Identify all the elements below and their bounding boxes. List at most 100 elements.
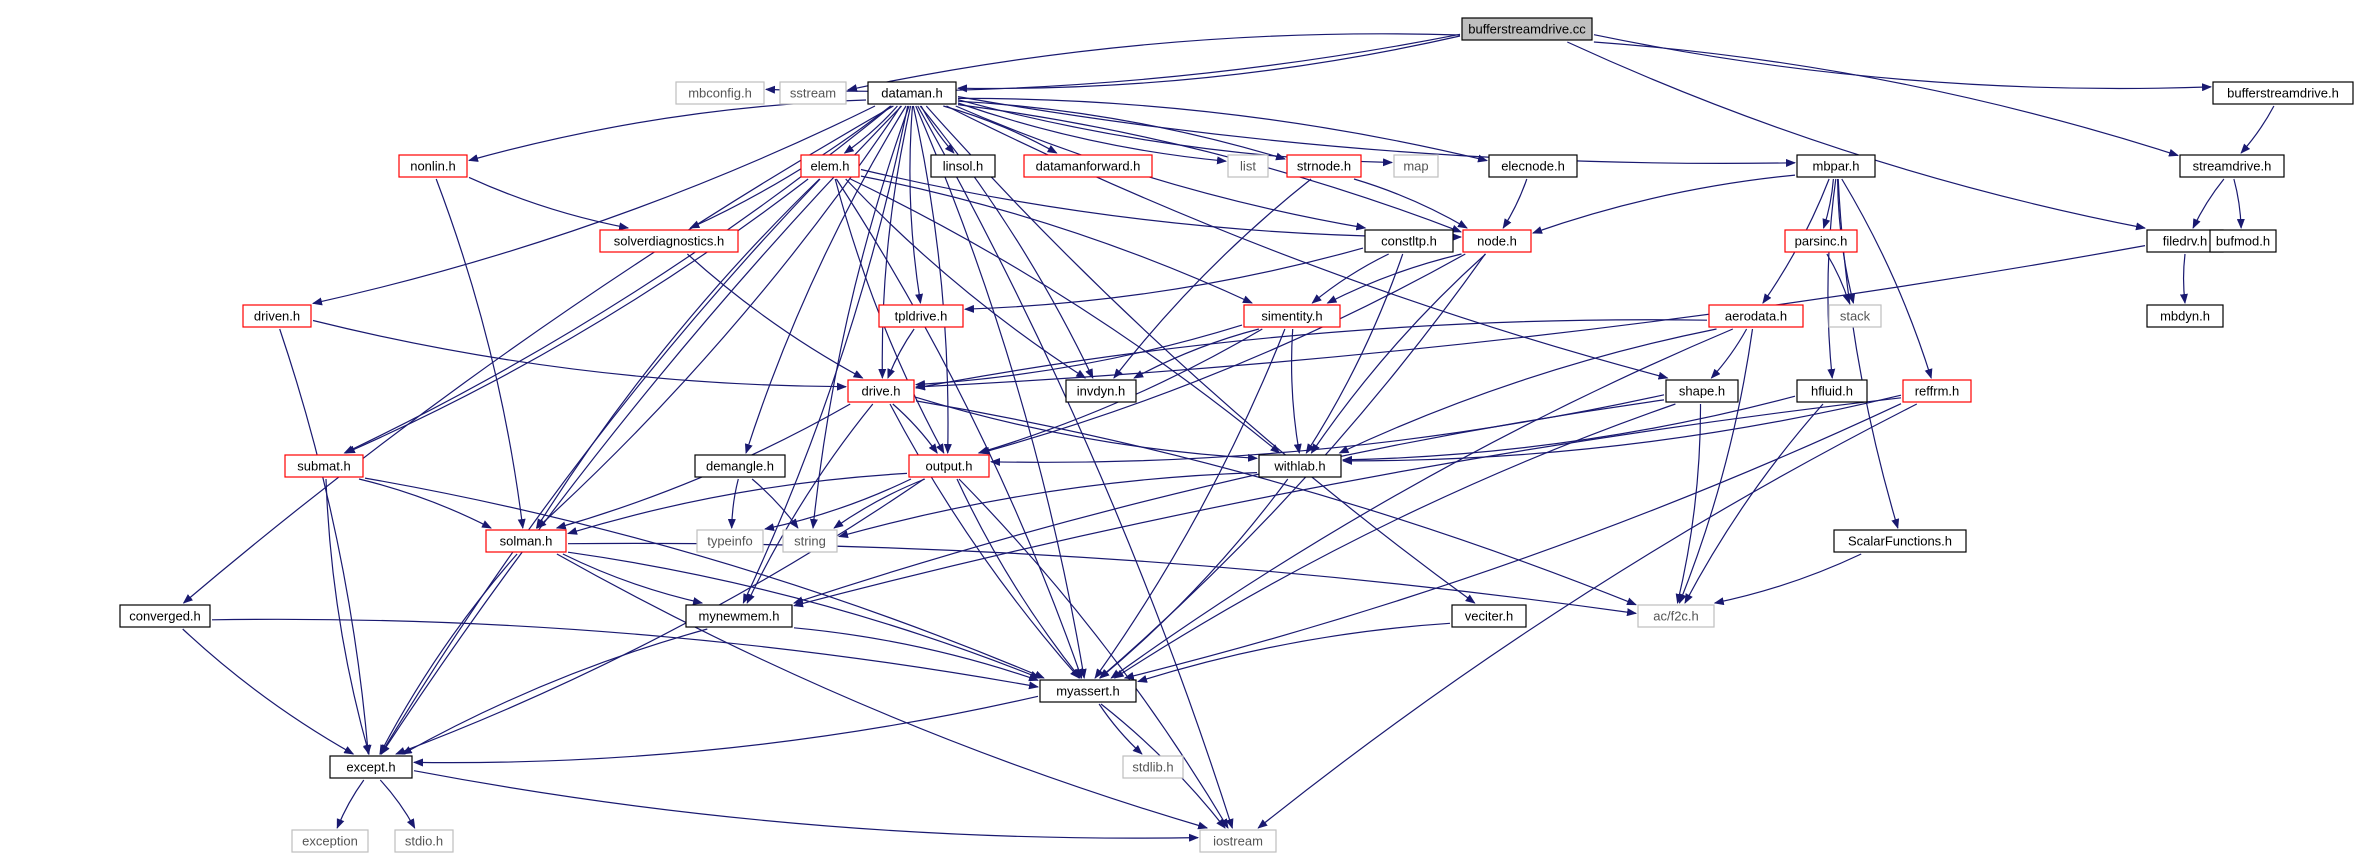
edge-aerodata-h-to-shape-h	[1710, 328, 1748, 379]
node-except-h[interactable]: except.h	[329, 755, 413, 779]
edge-submat-h-to-except-h	[325, 478, 371, 755]
node-shape-h[interactable]: shape.h	[1665, 379, 1739, 403]
node-typeinfo: typeinfo	[696, 529, 764, 553]
edge-dataman-h-to-shape-h	[946, 105, 1669, 380]
edge-dataman-h-to-mbpar-h	[957, 96, 1796, 167]
edge-constltp-h-to-simentity-h	[1311, 253, 1389, 304]
edge-drive-h-to-ac-f2c-h	[915, 400, 1637, 606]
node-box	[1364, 229, 1454, 253]
node-label: output.h	[926, 459, 973, 474]
node-hfluid-h[interactable]: hfluid.h	[1796, 379, 1868, 403]
node-parsinc-h[interactable]: parsinc.h	[1784, 229, 1858, 253]
node-output-h[interactable]: output.h	[908, 454, 990, 478]
node-reffrm-h[interactable]: reffrm.h	[1902, 379, 1972, 403]
edge-reffrm-h-to-myassert-h	[1123, 403, 1902, 680]
edge-reffrm-h-to-withlab-h	[1342, 394, 1902, 465]
node-nonlin-h[interactable]: nonlin.h	[398, 154, 468, 178]
node-demangle-h[interactable]: demangle.h	[694, 454, 786, 478]
edge-streamdrive-h-to-bufmod-h	[2233, 178, 2245, 229]
node-label: mynewmem.h	[699, 609, 780, 624]
edge-output-h-to-typeinfo	[764, 478, 912, 532]
node-mbpar-h[interactable]: mbpar.h	[1796, 154, 1876, 178]
node-label: submat.h	[297, 459, 350, 474]
node-withlab-h[interactable]: withlab.h	[1258, 454, 1342, 478]
node-filedrv-h[interactable]: filedrv.h	[2146, 229, 2224, 253]
node-myassert-h[interactable]: myassert.h	[1039, 679, 1137, 703]
node-label: stack	[1840, 309, 1871, 324]
edge-mbpar-h-to-reffrm-h	[1841, 178, 1933, 379]
edge-strnode-h-to-node-h	[1353, 178, 1468, 229]
node-simentity-h[interactable]: simentity.h	[1243, 304, 1341, 328]
edge-dataman-h-to-node-h	[957, 104, 1462, 233]
edge-filedrv-h-to-drive-h	[915, 245, 2146, 391]
node-string: string	[782, 529, 838, 553]
node-label: parsinc.h	[1795, 234, 1848, 249]
node-invdyn-h[interactable]: invdyn.h	[1065, 379, 1137, 403]
node-box	[1784, 229, 1858, 253]
node-box	[1902, 379, 1972, 403]
node-streamdrive-h[interactable]: streamdrive.h	[2179, 154, 2285, 178]
node-box	[1488, 154, 1578, 178]
node-label: solman.h	[500, 534, 553, 549]
node-bufferstreamdrive-h[interactable]: bufferstreamdrive.h	[2212, 81, 2354, 105]
node-box	[329, 755, 413, 779]
node-constltp-h[interactable]: constltp.h	[1364, 229, 1454, 253]
node-label: filedrv.h	[2163, 234, 2208, 249]
node-solverdiagnostics-h[interactable]: solverdiagnostics.h	[599, 229, 739, 253]
node-aerodata-h[interactable]: aerodata.h	[1708, 304, 1804, 328]
node-label: mbpar.h	[1813, 159, 1860, 174]
node-veciter-h[interactable]: veciter.h	[1451, 604, 1527, 628]
node-mbdyn-h[interactable]: mbdyn.h	[2146, 304, 2224, 328]
edge-elem-h-to-invdyn-h	[845, 178, 1087, 379]
edge-solman-h-to-ac-f2c-h	[567, 542, 1637, 617]
node-strnode-h[interactable]: strnode.h	[1286, 154, 1362, 178]
node-drive-h[interactable]: drive.h	[847, 379, 915, 403]
node-box	[1637, 604, 1715, 628]
node-scalarfunctions-h[interactable]: ScalarFunctions.h	[1833, 529, 1967, 553]
node-dataman-h[interactable]: dataman.h	[867, 81, 957, 105]
edge-reffrm-h-to-mynewmem-h	[793, 397, 1902, 608]
node-bufmod-h[interactable]: bufmod.h	[2209, 229, 2277, 253]
edge-dataman-h-to-nonlin-h	[468, 99, 867, 162]
node-sstream: sstream	[779, 81, 847, 105]
node-map: map	[1393, 154, 1439, 178]
edge-except-h-to-stdio-h	[379, 779, 416, 829]
node-bufferstreamdrive-cc[interactable]: bufferstreamdrive.cc	[1461, 17, 1593, 41]
node-node-h[interactable]: node.h	[1462, 229, 1532, 253]
node-box	[1665, 379, 1739, 403]
node-box	[908, 454, 990, 478]
node-driven-h[interactable]: driven.h	[242, 304, 312, 328]
node-label: bufferstreamdrive.cc	[1468, 22, 1586, 37]
edge-elem-h-to-withlab-h	[850, 178, 1281, 454]
edge-elecnode-h-to-node-h	[1502, 178, 1528, 229]
node-box	[291, 829, 369, 853]
edge-dataman-h-to-veciter-h	[925, 105, 1476, 604]
edge-simentity-h-to-invdyn-h	[1133, 328, 1260, 379]
edge-bufferstreamdrive-cc-to-sstream	[847, 33, 1461, 92]
edge-withlab-h-to-string	[838, 472, 1258, 539]
node-mynewmem-h[interactable]: mynewmem.h	[685, 604, 793, 628]
node-submat-h[interactable]: submat.h	[284, 454, 364, 478]
edge-constltp-h-to-withlab-h	[1305, 253, 1404, 454]
edge-simentity-h-to-myassert-h	[1094, 328, 1286, 679]
node-box	[1828, 304, 1882, 328]
node-tpldrive-h[interactable]: tpldrive.h	[878, 304, 964, 328]
node-solman-h[interactable]: solman.h	[485, 529, 567, 553]
node-box	[284, 454, 364, 478]
node-label: elecnode.h	[1501, 159, 1565, 174]
node-box	[1462, 229, 1532, 253]
node-elecnode-h[interactable]: elecnode.h	[1488, 154, 1578, 178]
node-datamanforward-h[interactable]: datamanforward.h	[1023, 154, 1153, 178]
node-converged-h[interactable]: converged.h	[119, 604, 211, 628]
edge-shape-h-to-ac-f2c-h	[1675, 403, 1702, 604]
node-elem-h[interactable]: elem.h	[800, 154, 860, 178]
edge-elem-h-to-node-h	[860, 168, 1462, 242]
node-box	[930, 154, 996, 178]
edge-drive-h-to-withlab-h	[915, 396, 1258, 462]
edge-dataman-h-to-converged-h	[182, 105, 894, 604]
node-label: sstream	[790, 86, 836, 101]
edge-dataman-h-to-driven-h	[312, 105, 876, 306]
edge-driven-h-to-drive-h	[312, 319, 847, 391]
edge-converged-h-to-except-h	[182, 628, 355, 755]
node-linsol-h[interactable]: linsol.h	[930, 154, 996, 178]
